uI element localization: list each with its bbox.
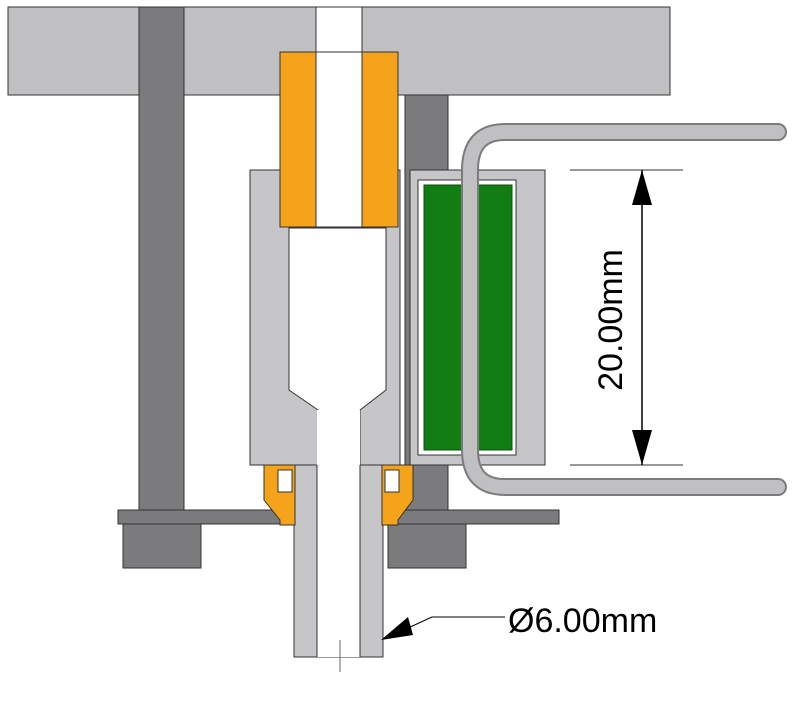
nozzle-bore (317, 410, 360, 657)
diameter-arrow (381, 617, 413, 640)
upper-bushing-bore (315, 51, 363, 228)
upper-bushing-left (279, 51, 317, 228)
left-base-block (122, 523, 202, 569)
base-plate-right (397, 509, 560, 525)
wire-loop-highlight (463, 125, 785, 494)
diameter-dimension-label: Ø6.00mm (508, 602, 657, 640)
right-base-block (387, 523, 467, 569)
dimension-arrow-top (632, 170, 652, 205)
lower-seal-left-inner (277, 469, 293, 493)
left-post (138, 6, 185, 518)
height-dimension-label: 20.00mm (592, 249, 630, 391)
base-plate-left (117, 509, 283, 525)
upper-bushing-right (361, 51, 399, 228)
dimension-arrow-bottom (632, 430, 652, 465)
lower-seal-right-inner (384, 469, 400, 493)
